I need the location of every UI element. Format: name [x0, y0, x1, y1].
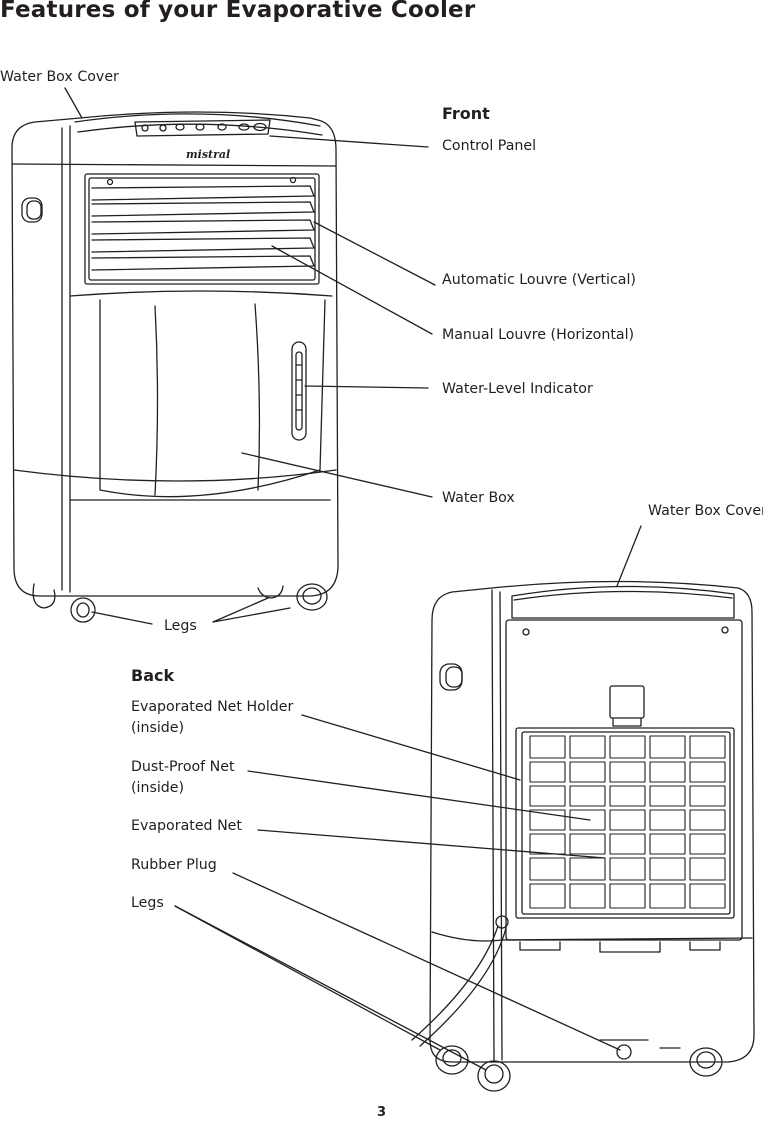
- label-net-holder-line1: Evaporated Net Holder: [131, 699, 294, 715]
- label-control-panel: Control Panel: [442, 138, 537, 154]
- label-net-holder-line2: (inside): [131, 720, 185, 736]
- page-number: 3: [376, 1105, 387, 1120]
- label-manual-louvre: Manual Louvre (Horizontal): [442, 327, 635, 343]
- front-cooler-drawing: [12, 112, 338, 622]
- front-leader-lines: [65, 88, 435, 624]
- back-leader-lines: [175, 526, 641, 1070]
- back-heading: Back: [131, 666, 175, 685]
- label-water-box-cover-front: Water Box Cover: [0, 69, 119, 85]
- label-water-box-cover-back: Water Box Cover: [648, 503, 763, 519]
- label-water-box: Water Box: [442, 490, 515, 506]
- label-legs-back: Legs: [131, 895, 164, 911]
- label-water-level-indicator: Water-Level Indicator: [442, 381, 593, 397]
- brand-logo: mistral: [186, 148, 230, 161]
- label-dust-net-line2: (inside): [131, 780, 185, 796]
- label-legs-front: Legs: [164, 618, 197, 634]
- label-dust-net-line1: Dust-Proof Net: [131, 759, 235, 775]
- label-rubber-plug: Rubber Plug: [131, 857, 217, 873]
- label-automatic-louvre: Automatic Louvre (Vertical): [442, 272, 636, 288]
- page-title: Features of your Evaporative Cooler: [0, 0, 476, 23]
- label-evaporated-net: Evaporated Net: [131, 818, 242, 834]
- back-cooler-drawing: [412, 582, 754, 1092]
- front-heading: Front: [442, 104, 490, 123]
